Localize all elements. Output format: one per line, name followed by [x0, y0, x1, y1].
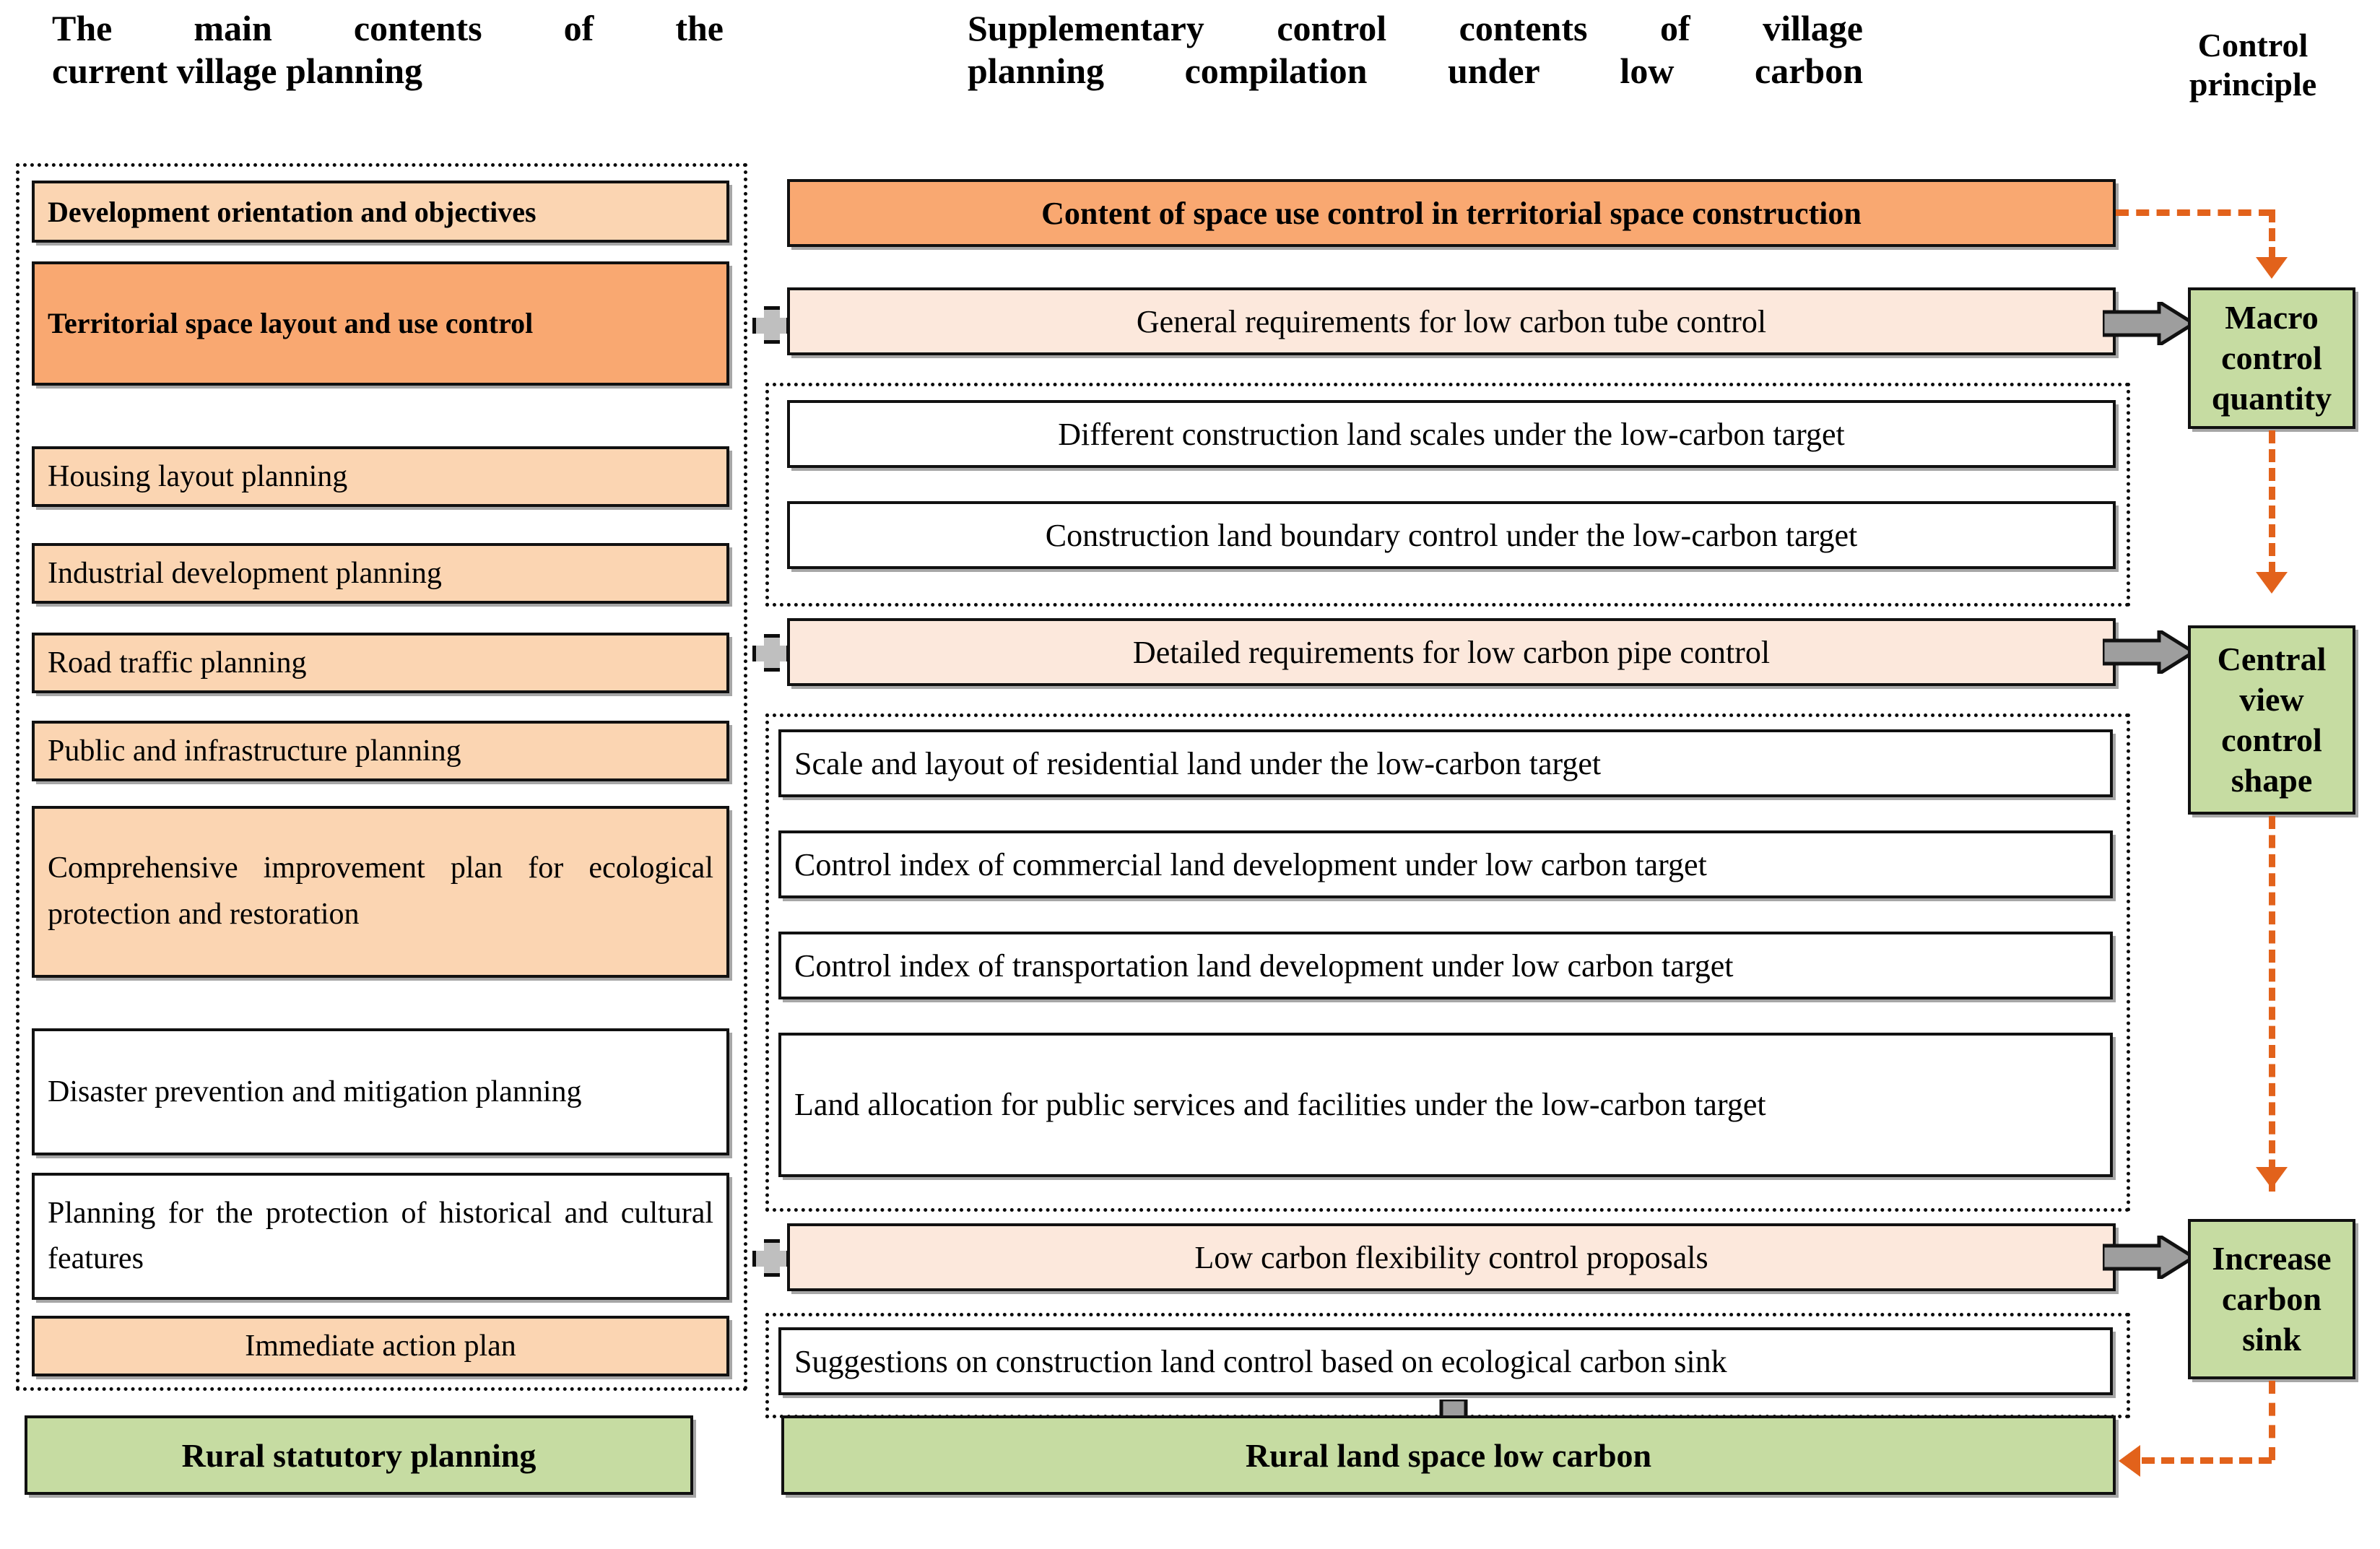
- page-title-left-column: The main contents of the current village…: [52, 7, 724, 92]
- orange-connector-segment-v2: [2269, 430, 2275, 575]
- mid-item-control-index-commercial[interactable]: Control index of commercial land develop…: [778, 830, 2113, 898]
- page-title-right-line2: principle: [2189, 66, 2317, 103]
- grey-arrow-icon-2: [2103, 630, 2195, 674]
- mid-item-label: Land allocation for public services and …: [794, 1086, 1766, 1122]
- orange-connector-segment-v1: [2269, 209, 2275, 260]
- mid-item-scale-layout-residential[interactable]: Scale and layout of residential land und…: [778, 729, 2113, 797]
- left-item-label: Public and infrastructure planning: [48, 734, 461, 768]
- left-footer-rural-statutory-planning[interactable]: Rural statutory planning: [25, 1415, 693, 1495]
- mid-item-label: General requirements for low carbon tube…: [1136, 303, 1767, 339]
- mid-item-construction-land-boundary-control[interactable]: Construction land boundary control under…: [787, 501, 2116, 569]
- mid-footer-rural-land-space-low-carbon[interactable]: Rural land space low carbon: [781, 1415, 2116, 1495]
- mid-item-general-requirements[interactable]: General requirements for low carbon tube…: [787, 287, 2116, 355]
- page-title-right-line1: Control: [2197, 27, 2309, 64]
- orange-connector-segment-v4: [2269, 1381, 2275, 1460]
- left-item-road-traffic[interactable]: Road traffic planning: [32, 633, 729, 693]
- orange-connector-segment-v3: [2269, 816, 2275, 1192]
- mid-item-label: Control index of transportation land dev…: [794, 947, 1734, 984]
- mid-item-land-allocation-public-services[interactable]: Land allocation for public services and …: [778, 1033, 2113, 1177]
- left-item-territorial-space[interactable]: Territorial space layout and use control: [32, 261, 729, 386]
- left-item-label: Housing layout planning: [48, 460, 348, 493]
- right-item-label: Macro control quantity: [2211, 298, 2332, 417]
- right-item-label: Increase carbon sink: [2212, 1239, 2332, 1358]
- orange-arrowhead-down-1: [2256, 257, 2288, 279]
- right-item-label: Central view control shape: [2217, 640, 2327, 799]
- left-footer-label: Rural statutory planning: [181, 1436, 537, 1474]
- left-item-label: Planning for the protection of historica…: [48, 1197, 713, 1275]
- mid-item-label: Different construction land scales under…: [1058, 416, 1845, 452]
- orange-arrowhead-left-1: [2119, 1445, 2140, 1477]
- mid-item-label: Scale and layout of residential land und…: [794, 745, 1602, 781]
- left-item-development-orientation[interactable]: Development orientation and objectives: [32, 181, 729, 243]
- left-column-group-frame: [16, 163, 747, 1391]
- plus-connector-icon-3: [752, 1239, 790, 1277]
- left-item-label: Road traffic planning: [48, 646, 307, 680]
- orange-arrowhead-down-3: [2256, 1167, 2288, 1189]
- mid-group-frame-2: [765, 713, 2130, 1212]
- mid-item-suggestions-carbon-sink[interactable]: Suggestions on construction land control…: [778, 1327, 2113, 1395]
- left-item-comprehensive-improvement[interactable]: Comprehensive improvement plan for ecolo…: [32, 806, 729, 978]
- left-item-historical-cultural[interactable]: Planning for the protection of historica…: [32, 1173, 729, 1300]
- mid-group-frame-1: [765, 383, 2130, 607]
- orange-arrowhead-down-2: [2256, 572, 2288, 594]
- plus-connector-icon-2: [752, 634, 790, 672]
- page-title-middle-column: Supplementary control contents of villag…: [968, 7, 1863, 92]
- mid-item-label: Detailed requirements for low carbon pip…: [1132, 634, 1771, 670]
- page-title-left-line2: current village planning: [52, 51, 423, 91]
- left-item-label: Industrial development planning: [48, 557, 442, 590]
- orange-connector-segment-h1: [2116, 209, 2272, 216]
- mid-item-detailed-requirements[interactable]: Detailed requirements for low carbon pip…: [787, 618, 2116, 686]
- left-item-label: Disaster prevention and mitigation plann…: [48, 1075, 582, 1108]
- mid-item-label: Low carbon flexibility control proposals: [1194, 1239, 1708, 1275]
- mid-item-label: Construction land boundary control under…: [1045, 517, 1858, 553]
- left-item-label: Immediate action plan: [245, 1329, 516, 1363]
- left-item-public-infrastructure[interactable]: Public and infrastructure planning: [32, 721, 729, 781]
- grey-arrow-icon-1: [2103, 302, 2195, 345]
- right-item-central-view-control-shape[interactable]: Central view control shape: [2188, 625, 2355, 815]
- left-item-housing-layout[interactable]: Housing layout planning: [32, 446, 729, 507]
- mid-item-label: Suggestions on construction land control…: [794, 1343, 1727, 1379]
- mid-item-control-index-transportation[interactable]: Control index of transportation land dev…: [778, 932, 2113, 999]
- left-item-immediate-action-plan[interactable]: Immediate action plan: [32, 1316, 729, 1376]
- mid-item-label: Content of space use control in territor…: [1041, 195, 1862, 231]
- grey-arrow-icon-3: [2103, 1236, 2195, 1279]
- mid-item-label: Control index of commercial land develop…: [794, 846, 1707, 882]
- page-title-middle-line1: Supplementary control contents of villag…: [968, 8, 1863, 48]
- mid-footer-label: Rural land space low carbon: [1245, 1436, 1652, 1474]
- right-item-macro-control-quantity[interactable]: Macro control quantity: [2188, 287, 2355, 429]
- plus-connector-icon-1: [752, 306, 790, 344]
- left-item-industrial-development[interactable]: Industrial development planning: [32, 543, 729, 604]
- left-item-label: Development orientation and objectives: [48, 195, 537, 228]
- mid-item-low-carbon-flexibility[interactable]: Low carbon flexibility control proposals: [787, 1223, 2116, 1291]
- left-item-label: Comprehensive improvement plan for ecolo…: [48, 851, 713, 931]
- right-item-increase-carbon-sink[interactable]: Increase carbon sink: [2188, 1219, 2355, 1379]
- mid-item-different-construction-land-scales[interactable]: Different construction land scales under…: [787, 400, 2116, 468]
- page-title-right-column: Control principle: [2159, 26, 2347, 105]
- mid-item-content-space-use-control[interactable]: Content of space use control in territor…: [787, 179, 2116, 247]
- page-title-left-line1: The main contents of the: [52, 8, 724, 48]
- orange-connector-segment-h2: [2142, 1457, 2272, 1464]
- left-item-disaster-prevention[interactable]: Disaster prevention and mitigation plann…: [32, 1028, 729, 1155]
- page-title-middle-line2: planning compilation under low carbon: [968, 51, 1863, 91]
- left-item-label: Territorial space layout and use control: [48, 307, 534, 339]
